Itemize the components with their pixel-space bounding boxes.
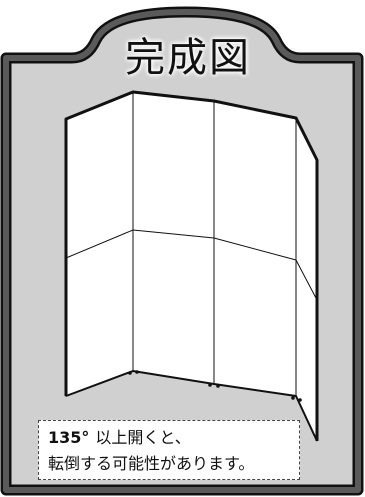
foot bbox=[216, 384, 220, 388]
partition-panels bbox=[64, 90, 319, 442]
mid-line-left bbox=[65, 229, 134, 259]
panel-bottom-outline bbox=[65, 370, 318, 442]
caption-line-1-text: 以上開くと、 bbox=[95, 428, 191, 447]
caption-angle: 135° bbox=[48, 428, 90, 447]
foot bbox=[128, 371, 132, 375]
panel-center-left bbox=[132, 91, 215, 385]
figure-title: 完成図 bbox=[125, 35, 251, 81]
warning-caption: 135° 以上開くと、 転倒する可能性があります。 bbox=[38, 420, 300, 480]
mid-line-center-left bbox=[132, 229, 215, 239]
caption-line-2: 転倒する可能性があります。 bbox=[48, 454, 255, 473]
frame-band bbox=[3, 9, 361, 493]
foot bbox=[135, 370, 139, 374]
mid-line-center-right bbox=[213, 237, 297, 261]
foot bbox=[208, 383, 212, 387]
foot bbox=[291, 396, 295, 400]
caption-line-1: 135° 以上開くと、 bbox=[48, 425, 299, 451]
mid-line-right bbox=[295, 259, 318, 301]
panel-mid-lines bbox=[65, 229, 318, 301]
panel-top-outline bbox=[64, 90, 319, 441]
foot bbox=[298, 398, 302, 402]
panel-feet bbox=[128, 370, 302, 402]
